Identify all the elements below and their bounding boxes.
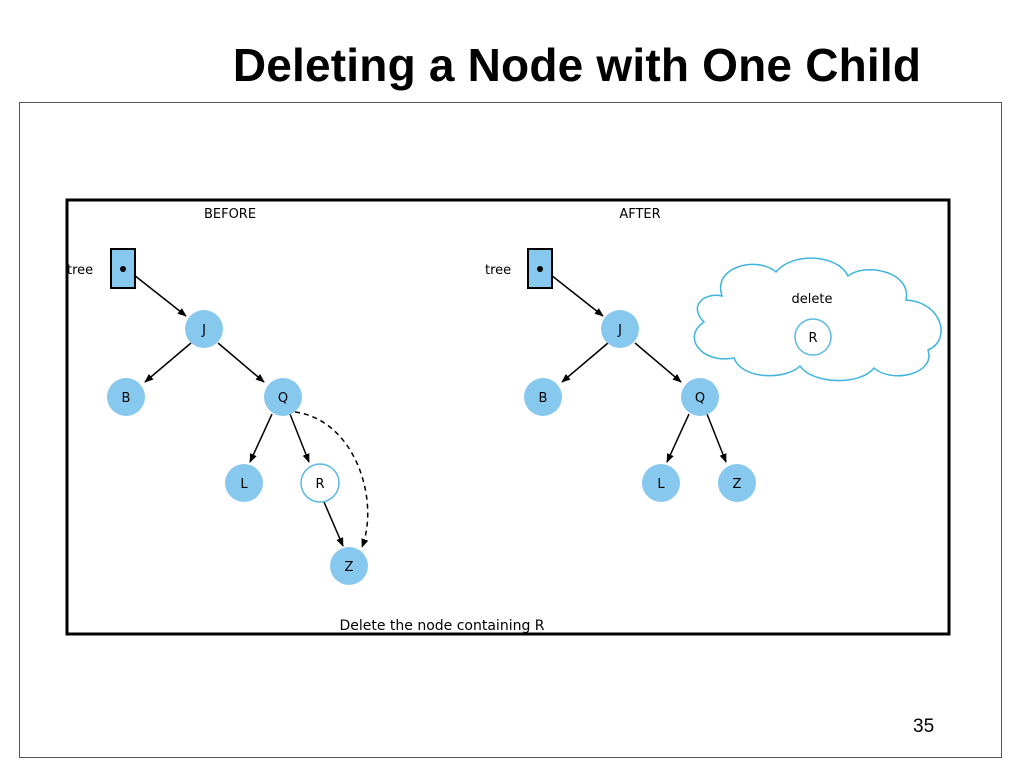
- deleted-node-r: [794, 318, 832, 356]
- after-edge-j-to-b: [561, 342, 609, 383]
- after-edge-j-to-q: [634, 342, 682, 383]
- before-node-l: [225, 464, 263, 502]
- caption: Delete the node containing R: [339, 618, 544, 634]
- after-edge-q-to-z: [706, 413, 727, 463]
- before-node-b-label: B: [122, 391, 131, 406]
- before-node-l-label: L: [240, 477, 248, 492]
- before-node-r-label: R: [315, 477, 324, 492]
- after-label: AFTER: [619, 207, 660, 222]
- deleted-node-r-label: R: [808, 331, 817, 346]
- edge-j-to-b: [144, 342, 192, 383]
- slide-title: Deleting a Node with One Child: [232, 39, 922, 91]
- edge-q-to-r: [289, 413, 310, 463]
- before-tree-pointer-label: tree: [67, 263, 93, 278]
- after-node-j-label: J: [617, 323, 622, 338]
- after-tree: tree J B Q L Z delete R: [485, 248, 942, 502]
- after-node-q: [681, 378, 719, 416]
- before-node-q-label: Q: [278, 391, 288, 406]
- slide-number: 35: [913, 716, 935, 737]
- before-node-b: [107, 378, 145, 416]
- after-node-q-label: Q: [695, 391, 705, 406]
- edge-q-to-l: [249, 413, 273, 463]
- after-node-z-label: Z: [733, 477, 742, 492]
- before-tree-pointer-box: [110, 248, 136, 289]
- before-node-z: [330, 547, 368, 585]
- before-tree: tree J B Q L R Z: [67, 248, 369, 585]
- before-node-j-label: J: [201, 323, 206, 338]
- edge-tree-to-j: [133, 274, 187, 317]
- delete-cloud-label: delete: [792, 292, 833, 307]
- after-node-b-label: B: [539, 391, 548, 406]
- edge-j-to-q: [217, 342, 265, 383]
- after-node-l: [642, 464, 680, 502]
- after-pointer-dot-icon: [537, 266, 543, 272]
- before-node-q: [264, 378, 302, 416]
- after-node-l-label: L: [657, 477, 665, 492]
- before-node-z-label: Z: [345, 560, 354, 575]
- content-frame: [19, 102, 1002, 758]
- after-node-b: [524, 378, 562, 416]
- bypass-dashed-arrow: [294, 411, 369, 548]
- after-tree-pointer-label: tree: [485, 263, 511, 278]
- after-edge-q-to-l: [666, 413, 690, 463]
- before-pointer-dot-icon: [120, 266, 126, 272]
- before-node-r: [300, 463, 340, 503]
- after-edge-tree-to-j: [550, 274, 604, 317]
- figure-border: [65, 198, 951, 636]
- after-node-z: [718, 464, 756, 502]
- before-label: BEFORE: [204, 207, 256, 222]
- before-node-j: [185, 310, 223, 348]
- edge-r-to-z: [323, 501, 344, 547]
- after-node-j: [601, 310, 639, 348]
